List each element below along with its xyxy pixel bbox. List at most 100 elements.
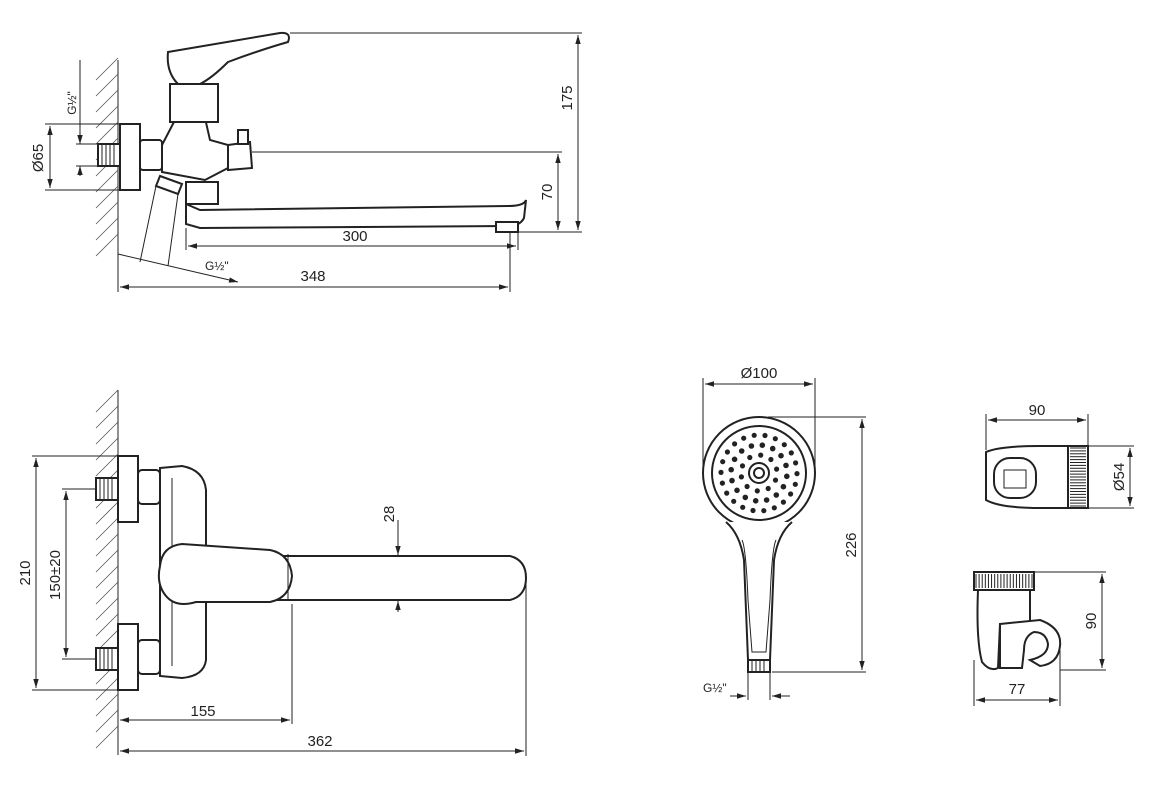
wall-hatch-top <box>95 389 119 755</box>
nozzle <box>747 454 753 461</box>
nozzle <box>778 452 784 459</box>
nozzle <box>788 450 794 456</box>
dim-centres-label: 150±20 <box>47 550 64 600</box>
nozzle <box>751 432 757 438</box>
dim-centres: 150±20 <box>47 488 96 660</box>
nozzle <box>744 483 750 490</box>
dim-overall-length-side: 348 <box>117 232 511 292</box>
nozzle <box>761 508 767 514</box>
shower-thread <box>747 659 771 673</box>
nozzle <box>783 462 789 469</box>
nozzle <box>741 435 747 441</box>
dim-shower-diameter: Ø100 <box>702 365 816 470</box>
nozzle <box>738 474 745 480</box>
dim-spout-diameter: 28 <box>381 506 401 612</box>
dim-overall-length-top-label: 362 <box>307 733 332 750</box>
dim-shower-diameter-label: Ø100 <box>741 365 778 382</box>
dim-thread-top: G½" <box>65 60 98 176</box>
nozzle <box>742 494 749 501</box>
nozzle <box>771 505 777 511</box>
dim-handle-offset: 155 <box>120 604 293 724</box>
dim-body-diameter: Ø65 <box>30 123 120 191</box>
dim-spout-height: 70 <box>252 151 562 230</box>
nozzle <box>788 491 794 497</box>
nozzle <box>774 466 780 472</box>
dim-shower-length: 226 <box>768 416 866 673</box>
shower-outlet-side <box>154 174 184 196</box>
nozzle <box>794 471 800 477</box>
dim-thread-bottom: G½" <box>117 185 239 283</box>
dim-shower-thread-label: G½" <box>703 681 727 695</box>
inlet-lower-top <box>95 623 161 691</box>
lever-side <box>166 31 290 85</box>
nozzle <box>780 499 787 505</box>
dim-overall-length-top: 362 <box>120 580 527 756</box>
wall-flange-side <box>119 123 141 191</box>
dim-bracket-depth: 77 <box>973 650 1061 706</box>
dim-bracket-width: 90 <box>985 402 1089 450</box>
dim-bracket-diameter-label: Ø54 <box>1111 463 1128 491</box>
nozzle <box>728 466 734 473</box>
dim-handle-offset-label: 155 <box>190 703 215 720</box>
dim-height-total-top-label: 210 <box>17 560 34 585</box>
dim-height-total-side: 175 <box>290 32 582 233</box>
nozzle <box>773 492 780 498</box>
mixer-body-side <box>161 116 229 182</box>
inlet-upper-top <box>95 455 161 523</box>
bracket-front <box>985 445 1089 509</box>
dim-bracket-height-label: 90 <box>1083 613 1100 630</box>
nozzle <box>724 449 731 455</box>
nozzle <box>748 443 755 449</box>
dim-height-total-top: 210 <box>17 455 118 691</box>
nozzle <box>792 481 798 487</box>
nozzle <box>772 477 779 483</box>
nozzle <box>734 487 740 494</box>
side-view: G½" Ø65 175 70 300 <box>30 31 582 292</box>
eccentric-nut-side <box>139 139 163 171</box>
nozzle <box>752 498 759 504</box>
dim-spout-diameter-label: 28 <box>381 506 398 523</box>
dim-spout-length: 300 <box>185 228 519 250</box>
dim-bracket-diameter: Ø54 <box>1088 445 1134 509</box>
nozzle <box>759 442 766 449</box>
nozzle <box>754 488 760 494</box>
dim-bracket-height: 90 <box>1034 571 1106 671</box>
nozzle <box>720 459 726 465</box>
nozzle <box>758 452 764 458</box>
nozzle <box>793 460 799 466</box>
bracket-side <box>973 571 1062 671</box>
cartridge-column-side <box>169 83 219 123</box>
nozzle <box>719 480 726 486</box>
nozzle <box>731 498 737 504</box>
wall-bracket-view: 90 Ø54 90 77 <box>973 402 1134 706</box>
nozzle <box>738 448 745 454</box>
nozzle <box>731 456 738 463</box>
dim-bracket-depth-label: 77 <box>1009 681 1026 698</box>
nozzle <box>732 441 738 447</box>
nozzle <box>762 432 768 439</box>
spout-side <box>185 199 527 230</box>
dim-height-total-side-label: 175 <box>559 85 576 110</box>
dim-thread-top-label: G½" <box>65 91 79 115</box>
nozzle <box>781 442 787 448</box>
dim-bracket-width-label: 90 <box>1029 402 1046 419</box>
inlet-thread-side <box>97 143 121 167</box>
nozzle <box>750 507 756 514</box>
dim-shower-thread: G½" <box>703 672 790 700</box>
nozzle <box>729 477 735 484</box>
dim-body-diameter-label: Ø65 <box>30 144 47 172</box>
dim-shower-length-label: 226 <box>843 532 860 557</box>
diverter-knob-side <box>227 140 254 172</box>
nozzle <box>765 485 771 492</box>
shower-head-view: Ø100 226 G½" <box>702 365 866 700</box>
lever-top <box>157 542 294 605</box>
dim-overall-length-side-label: 348 <box>300 268 325 285</box>
nozzle <box>780 483 787 490</box>
nozzle <box>740 504 746 510</box>
shower-handle <box>725 521 793 661</box>
nozzle <box>768 456 774 463</box>
shower-head <box>702 416 816 530</box>
nozzle <box>718 469 724 475</box>
nozzle <box>724 490 730 496</box>
